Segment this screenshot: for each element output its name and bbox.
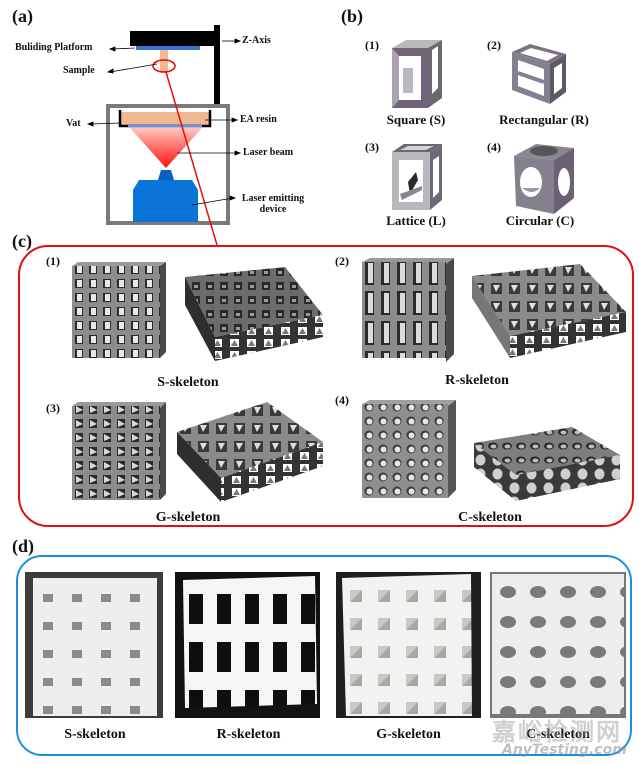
panel-a-label: (a) (12, 6, 33, 26)
watermark-chinese: 嘉峪检测网 (492, 718, 622, 746)
laser-beam (130, 128, 202, 168)
skeleton-4-index: (4) (335, 393, 349, 407)
panel-d-frame (16, 555, 632, 756)
skeleton-2-caption: R-skeleton (445, 373, 509, 388)
c-skeleton-front-view (362, 400, 456, 498)
unit-cell-3-index: (3) (365, 140, 379, 154)
sla-printer-diagram (86, 25, 242, 246)
sample-highlight-circle (152, 59, 176, 73)
photo-c-skeleton (490, 572, 626, 718)
unit-cell-4-caption: Circular (C) (505, 213, 575, 228)
laser-nozzle (158, 170, 174, 180)
label-sample: Sample (63, 65, 95, 76)
label-vat: Vat (66, 118, 81, 129)
label-building-platform: Buliding Platform (15, 42, 93, 53)
g-skeleton-front-view (72, 402, 166, 500)
resin (121, 112, 209, 126)
s-skeleton-iso-view (185, 267, 323, 361)
skeleton-2-index: (2) (335, 254, 349, 268)
zoom-connector-line (165, 71, 218, 246)
unit-cell-2-index: (2) (487, 38, 501, 52)
unit-cell-2-caption: Rectangular (R) (499, 112, 589, 127)
g-skeleton-iso-view (177, 402, 323, 502)
r-skeleton-front-view (362, 258, 454, 362)
unit-cell-4-index: (4) (487, 140, 501, 154)
platform-plate (136, 46, 200, 50)
photo-s-caption: S-skeleton (64, 727, 126, 742)
c-skeleton-iso-view (474, 427, 620, 501)
label-laser-beam: Laser beam (243, 147, 294, 158)
unit-cell-lattice (392, 144, 442, 210)
unit-cell-square (392, 40, 442, 108)
label-laser-device: Laser emitting device (241, 193, 305, 215)
unit-cell-1-index: (1) (365, 38, 379, 52)
building-platform (130, 31, 218, 46)
unit-cell-rectangular (512, 44, 566, 104)
r-skeleton-iso-view (472, 264, 626, 358)
label-z-axis: Z-Axis (242, 35, 271, 46)
sample (160, 50, 168, 72)
photo-g-caption: G-skeleton (376, 727, 441, 742)
label-ea-resin: EA resin (240, 114, 277, 125)
panel-c-label: (c) (12, 231, 32, 251)
photo-r-caption: R-skeleton (216, 727, 281, 742)
photo-r-skeleton (175, 572, 320, 718)
s-skeleton-front-view (72, 262, 166, 358)
skeleton-3-index: (3) (46, 401, 60, 415)
skeleton-4-caption: C-skeleton (458, 510, 522, 525)
skeleton-1-index: (1) (46, 254, 60, 268)
z-axis-column (214, 25, 220, 105)
unit-cell-3-caption: Lattice (L) (386, 213, 446, 228)
watermark-url: AnyTesting.com (502, 742, 627, 758)
laser-emitting-device (133, 180, 198, 222)
panel-b-label: (b) (341, 6, 363, 26)
photo-s-skeleton (25, 572, 163, 718)
photo-c-caption: C-skeleton (526, 727, 590, 742)
skeleton-1-caption: S-skeleton (157, 375, 219, 390)
photo-g-skeleton (336, 572, 481, 718)
panel-d-label: (d) (12, 536, 34, 556)
printer-frame (106, 104, 230, 225)
skeleton-3-caption: G-skeleton (155, 510, 221, 525)
panel-c-frame (18, 245, 634, 527)
vat-window (128, 124, 202, 127)
unit-cell-circular (514, 144, 574, 214)
unit-cell-1-caption: Square (S) (386, 112, 446, 127)
